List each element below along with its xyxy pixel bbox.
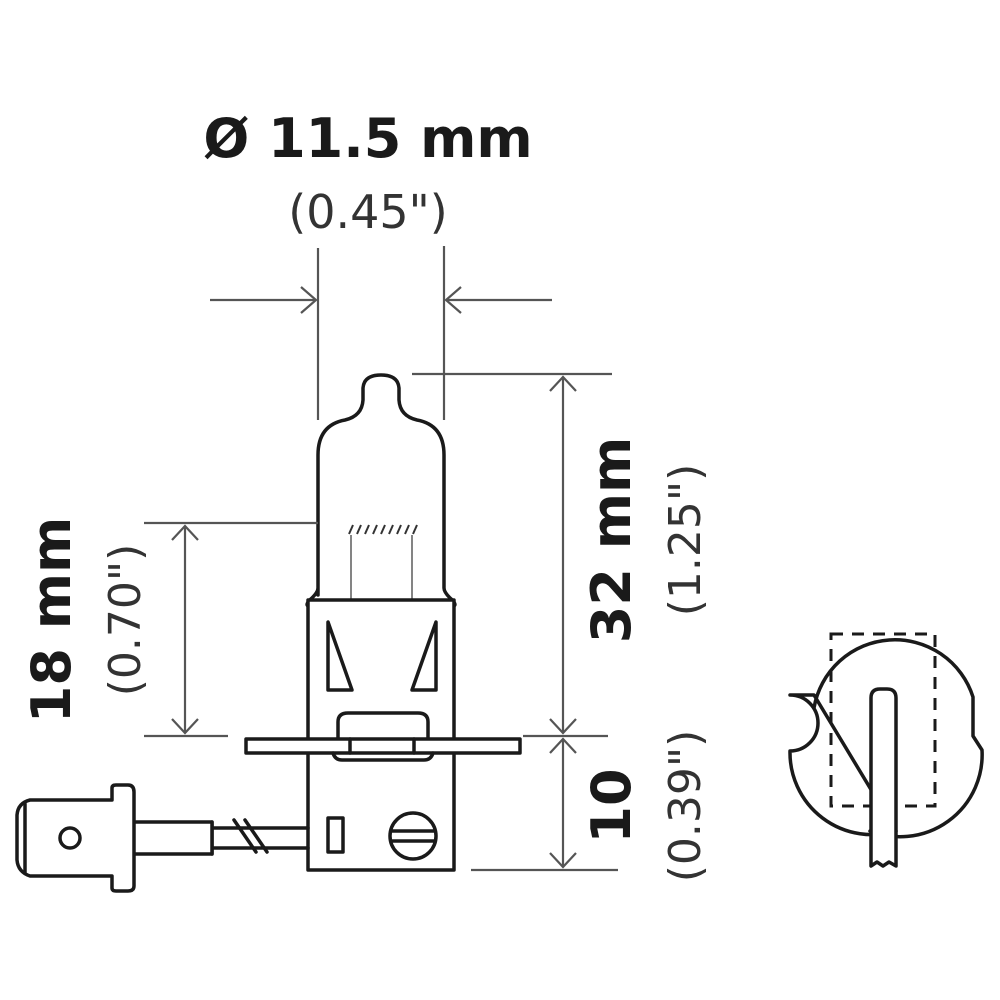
base-flange bbox=[244, 737, 522, 755]
connector-hole bbox=[58, 826, 82, 850]
base-height-dimension: 10 (0.39") bbox=[471, 730, 711, 883]
base-tab bbox=[336, 711, 430, 738]
base-slot bbox=[326, 816, 345, 854]
glass-capsule bbox=[305, 373, 457, 608]
diameter-dimension: Ø 11.5 mm (0.45") bbox=[203, 107, 552, 420]
light-center-imperial-label: (0.70") bbox=[100, 544, 151, 697]
diameter-metric-label: Ø 11.5 mm bbox=[203, 107, 532, 170]
overall-height-metric-label: 32 mm bbox=[580, 437, 643, 643]
end-view-hidden-outline bbox=[829, 632, 937, 808]
base-height-imperial-label: (0.39") bbox=[660, 730, 711, 883]
diameter-imperial-label: (0.45") bbox=[288, 185, 447, 239]
light-center-dimension: 18 mm (0.70") bbox=[20, 517, 318, 738]
light-center-metric-label: 18 mm bbox=[20, 517, 83, 723]
overall-height-imperial-label: (1.25") bbox=[660, 464, 711, 617]
spade-connector bbox=[15, 783, 136, 893]
base-triangle-left bbox=[326, 620, 354, 692]
base-triangle-right bbox=[410, 620, 438, 692]
base-terminal-circle bbox=[388, 811, 438, 861]
filament bbox=[348, 524, 418, 600]
lead-wire-connector bbox=[15, 783, 310, 893]
overall-height-dimension: 32 mm (1.25") bbox=[412, 372, 711, 735]
end-view-terminal bbox=[869, 687, 898, 868]
base-height-metric-label: 10 bbox=[580, 768, 643, 843]
bulb-side-view bbox=[244, 373, 522, 872]
bulb-base-end-view bbox=[788, 632, 984, 868]
